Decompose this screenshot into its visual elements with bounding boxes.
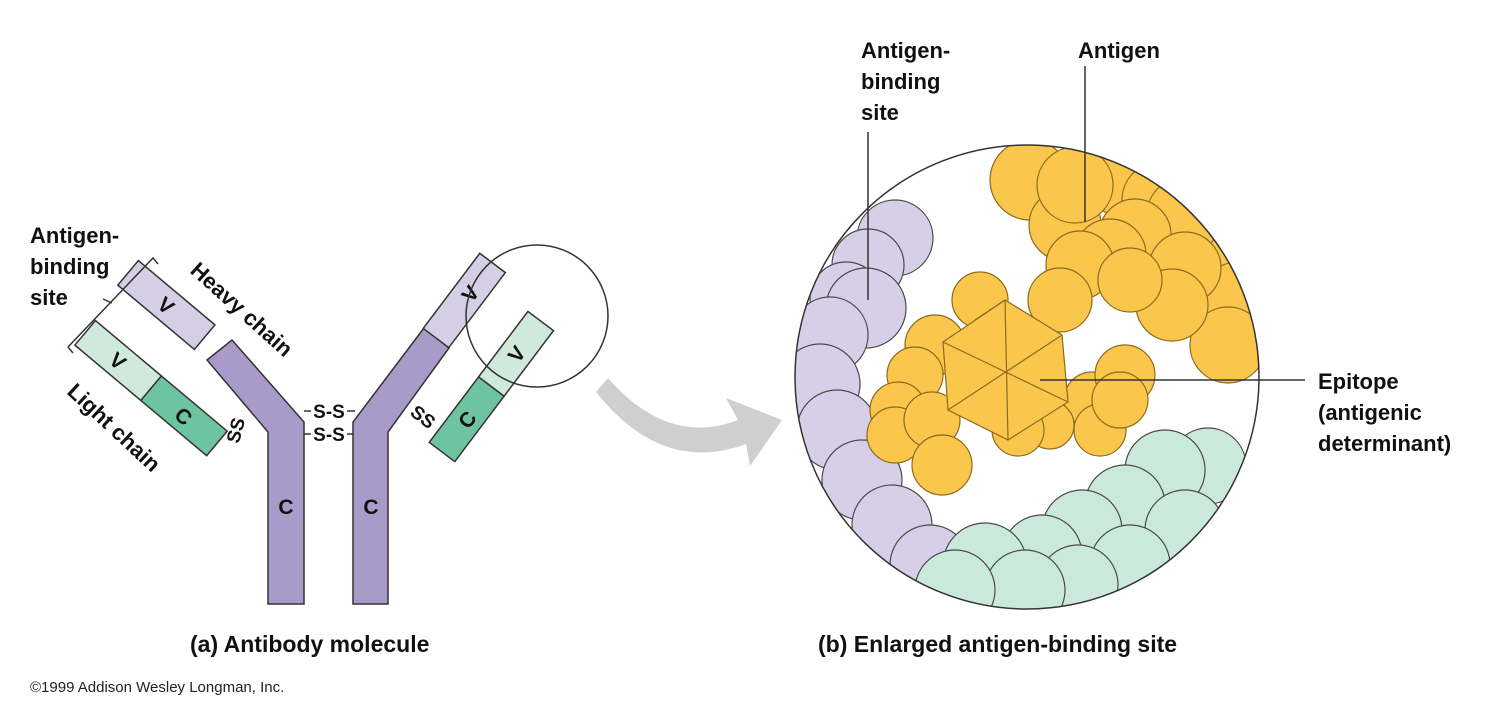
- left-light-variable-domain: [73, 319, 163, 402]
- epitope-label-line2: (antigenic: [1318, 400, 1422, 425]
- ss-bond-left-light: SS: [223, 416, 250, 446]
- antigen-binding-site-bracket: [67, 256, 159, 354]
- epitope-label-line1: Epitope: [1318, 369, 1399, 394]
- enlarged-binding-site: Antigen- binding site Antigen Epitope (a…: [794, 38, 1451, 610]
- antigen-atoms: [866, 145, 1259, 496]
- antigen-label: Antigen: [1078, 38, 1160, 63]
- ss-bond-right-light: SS: [406, 402, 439, 434]
- antigen-binding-site-label-a-line3: site: [30, 285, 68, 310]
- antigen-binding-site-label-b-line1: Antigen-: [861, 38, 950, 63]
- antigen-binding-site-label-a-line2: binding: [30, 254, 109, 279]
- antigen-binding-site-label-b-line3: site: [861, 100, 899, 125]
- ss-bond-lower: S-S: [313, 425, 345, 446]
- caption-b: (b) Enlarged antigen-binding site: [818, 631, 1177, 657]
- copyright: ©1999 Addison Wesley Longman, Inc.: [30, 679, 284, 696]
- magnifier-circle: [465, 244, 609, 388]
- caption-a: (a) Antibody molecule: [190, 631, 429, 657]
- epitope-label-line3: determinant): [1318, 431, 1451, 456]
- left-heavy-chain-constant: [205, 338, 305, 605]
- ss-bond-upper: S-S: [313, 402, 345, 423]
- heavy-chain-label: Heavy chain: [186, 257, 298, 361]
- enlarge-arrow: [596, 378, 782, 466]
- antigen-binding-site-label-a-line1: Antigen-: [30, 223, 119, 248]
- antibody-molecule: V V C V C V C C S-S: [30, 223, 609, 605]
- right-heavy-c-label: C: [363, 496, 378, 519]
- left-heavy-c-label: C: [278, 496, 293, 519]
- antigen-binding-site-label-b-line2: binding: [861, 69, 940, 94]
- left-heavy-variable-domain: [116, 259, 217, 351]
- enlarged-circle-border: [794, 144, 1260, 610]
- right-heavy-variable-domain: [422, 252, 507, 349]
- disulfide-bridges-hinge: S-S S-S: [304, 401, 355, 446]
- right-heavy-chain-constant: [352, 326, 451, 605]
